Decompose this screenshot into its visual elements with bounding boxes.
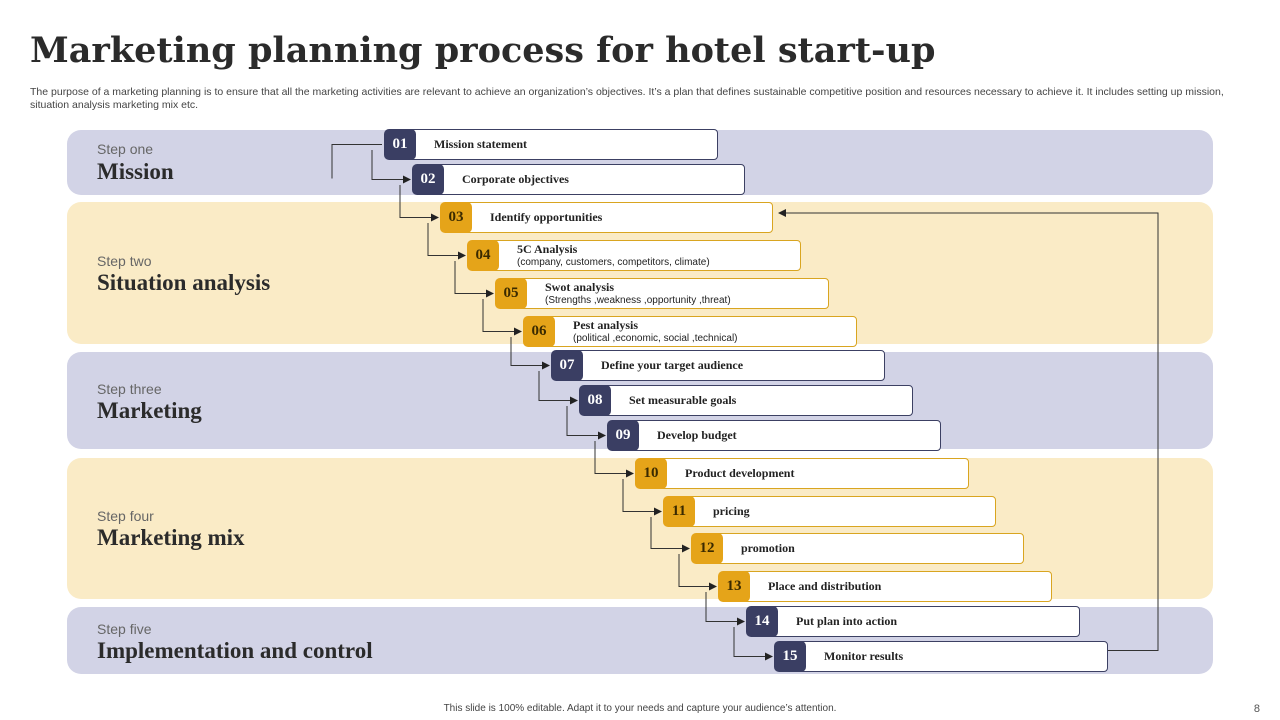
item-label: promotion — [741, 541, 795, 555]
item-label: Place and distribution — [768, 579, 882, 593]
item-sublabel: (Strengths ,weakness ,opportunity ,threa… — [545, 295, 731, 306]
page-subtitle: The purpose of a marketing planning is t… — [30, 86, 1224, 111]
item-number-badge: 03 — [440, 202, 472, 233]
item-number-badge: 15 — [774, 641, 806, 672]
step-kicker: Step five — [97, 621, 152, 637]
process-item-12: 12 promotion — [691, 533, 1024, 564]
step-name: Implementation and control — [97, 638, 373, 663]
item-box — [456, 202, 773, 233]
connector-line — [454, 261, 494, 298]
step-name: Marketing — [97, 398, 202, 423]
item-box — [567, 350, 885, 381]
item-number-badge: 14 — [746, 606, 778, 637]
connector-line — [622, 479, 662, 516]
process-item-03: 03 Identify opportunities — [440, 202, 773, 233]
step-kicker: Step one — [97, 141, 154, 157]
connector-line — [371, 150, 411, 184]
connector-line — [427, 223, 466, 260]
item-sublabel: (company, customers, competitors, climat… — [517, 257, 710, 268]
item-number-badge: 02 — [412, 164, 444, 195]
item-number-badge: 06 — [523, 316, 555, 347]
item-label: Define your target audience — [601, 358, 744, 372]
item-number-badge: 04 — [467, 240, 499, 271]
item-label: Mission statement — [434, 137, 527, 151]
step-name: Marketing mix — [97, 525, 245, 550]
item-label: Set measurable goals — [629, 393, 737, 407]
connector-line — [778, 209, 1159, 651]
item-number-badge: 08 — [579, 385, 611, 416]
item-label: Develop budget — [657, 428, 737, 442]
connector-line — [678, 554, 717, 591]
item-box — [539, 316, 857, 347]
connector-line — [510, 337, 550, 370]
item-box — [734, 571, 1052, 602]
item-label: Put plan into action — [796, 614, 898, 628]
connector-line — [705, 592, 745, 626]
process-item-05: 05 Swot analysis (Strengths ,weakness ,o… — [495, 278, 829, 309]
item-label: pricing — [713, 504, 750, 518]
step-kicker: Step four — [97, 508, 154, 524]
process-item-15: 15 Monitor results — [774, 641, 1108, 672]
item-label: Pest analysis — [573, 318, 639, 332]
item-sublabel: (political ,economic, social ,technical) — [573, 333, 738, 344]
item-number-badge: 11 — [663, 496, 695, 527]
process-item-11: 11 pricing — [663, 496, 996, 527]
item-box — [483, 240, 801, 271]
item-number-badge: 13 — [718, 571, 750, 602]
item-number-badge: 01 — [384, 129, 416, 160]
step-name: Mission — [97, 159, 174, 184]
step-kicker: Step two — [97, 253, 152, 269]
item-number-badge: 09 — [607, 420, 639, 451]
process-item-13: 13 Place and distribution — [718, 571, 1052, 602]
process-item-14: 14 Put plan into action — [746, 606, 1080, 637]
connector-line — [650, 517, 690, 553]
item-box — [595, 385, 913, 416]
process-item-02: 02 Corporate objectives — [412, 164, 745, 195]
connector-line — [538, 371, 578, 405]
page-title: Marketing planning process for hotel sta… — [30, 30, 936, 71]
connector-line — [331, 144, 382, 179]
item-number-badge: 07 — [551, 350, 583, 381]
item-box — [400, 129, 718, 160]
page-number: 8 — [1253, 703, 1260, 715]
item-number-badge: 05 — [495, 278, 527, 309]
footer-note: This slide is 100% editable. Adapt it to… — [443, 703, 837, 714]
connector-line — [482, 299, 522, 336]
process-item-04: 04 5C Analysis (company, customers, comp… — [467, 240, 801, 271]
process-item-10: 10 Product development — [635, 458, 969, 489]
step-kicker: Step three — [97, 381, 162, 397]
item-box — [679, 496, 996, 527]
item-box — [623, 420, 941, 451]
item-label: 5C Analysis — [517, 242, 578, 256]
item-label: Monitor results — [824, 649, 904, 663]
item-number-badge: 10 — [635, 458, 667, 489]
process-item-06: 06 Pest analysis (political ,economic, s… — [523, 316, 857, 347]
item-label: Corporate objectives — [462, 172, 569, 186]
item-box — [762, 606, 1080, 637]
connector-line — [594, 441, 634, 478]
item-box — [511, 278, 829, 309]
item-box — [651, 458, 969, 489]
item-number-badge: 12 — [691, 533, 723, 564]
step-band-mission: Step one Mission — [67, 130, 1213, 195]
item-box — [428, 164, 745, 195]
item-box — [707, 533, 1024, 564]
step-name: Situation analysis — [97, 270, 271, 295]
item-label: Product development — [685, 466, 795, 480]
process-item-09: 09 Develop budget — [607, 420, 941, 451]
process-item-08: 08 Set measurable goals — [579, 385, 913, 416]
connector-line — [399, 185, 439, 222]
connector-line — [566, 406, 606, 440]
connector-line — [733, 627, 773, 661]
process-item-01: 01 Mission statement — [384, 129, 718, 160]
item-box — [790, 641, 1108, 672]
process-item-07: 07 Define your target audience — [551, 350, 885, 381]
item-label: Identify opportunities — [490, 210, 603, 224]
item-label: Swot analysis — [545, 280, 615, 294]
